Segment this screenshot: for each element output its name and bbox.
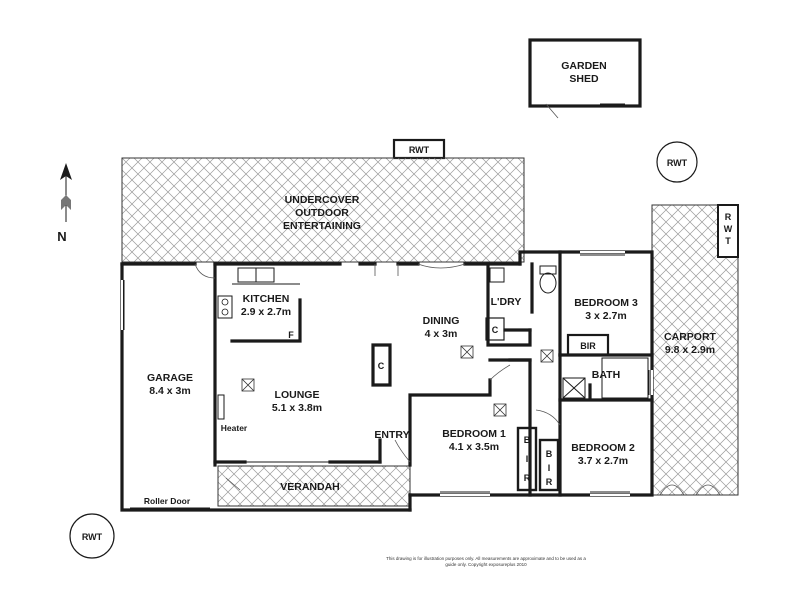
rwt-right-label: RWT: [667, 158, 688, 168]
bedroom2-label: BEDROOM 2: [571, 442, 635, 454]
undercover-label-1: UNDERCOVER: [285, 194, 360, 206]
laundry-cupboard-label: C: [492, 325, 499, 335]
bedroom3-label: BEDROOM 3: [574, 297, 638, 309]
roller-door-label: Roller Door: [144, 496, 191, 506]
undercover-label-2: OUTDOOR: [295, 207, 349, 219]
garage-label: GARAGE: [147, 372, 193, 384]
garden-shed: [528, 38, 642, 119]
bedroom1-dims: 4.1 x 3.5m: [449, 441, 499, 453]
disclaimer-line-1: This drawing is for illustration purpose…: [386, 556, 586, 561]
light-fitting-icons: [241, 345, 554, 417]
north-label: N: [57, 229, 66, 244]
carport-dims: 9.8 x 2.9m: [665, 344, 715, 356]
entry-label: ENTRY: [374, 429, 409, 441]
verandah-label: VERANDAH: [280, 481, 340, 493]
rwt-carport-r: R: [725, 212, 732, 222]
bedroom3-dims: 3 x 2.7m: [585, 310, 626, 322]
bedroom2-dims: 3.7 x 2.7m: [578, 455, 628, 467]
lounge-cupboard-label: C: [378, 361, 385, 371]
bedroom1-bir-i: I: [526, 454, 529, 464]
garden-shed-label-2: SHED: [569, 73, 599, 85]
verandah-area: [217, 465, 411, 507]
bedroom2-bir-r: R: [546, 477, 553, 487]
laundry-cupboard: [485, 317, 505, 341]
rwt-top-label: RWT: [409, 145, 430, 155]
rwt-bottom-left-label: RWT: [82, 532, 103, 542]
disclaimer-line-2: guide only. Copyright exposureplus 2010: [445, 562, 527, 567]
undercover-label-3: ENTERTAINING: [283, 220, 361, 232]
kitchen-label: KITCHEN: [243, 293, 290, 305]
dining-label: DINING: [423, 315, 460, 327]
garage-dims: 8.4 x 3m: [149, 385, 190, 397]
north-arrow-icon: [60, 163, 72, 222]
bedroom1-bir-b: B: [524, 435, 531, 445]
rwt-carport-t: T: [725, 236, 731, 246]
bath-label: BATH: [592, 369, 620, 381]
rwt-right-circle: [656, 141, 698, 183]
undercover-outdoor-area: [121, 157, 525, 263]
dining-dims: 4 x 3m: [425, 328, 458, 340]
bedroom3-bir: BIR: [580, 341, 596, 351]
rwt-carport-w: W: [724, 224, 733, 234]
bedroom2-bir-i: I: [548, 463, 551, 473]
rwt-bottom-left-circle: [69, 513, 115, 559]
garden-shed-label-1: GARDEN: [561, 60, 607, 72]
rwt-carport-box: [717, 204, 739, 258]
kitchen-fridge-label: F: [288, 330, 294, 340]
bedroom1-label: BEDROOM 1: [442, 428, 506, 440]
lounge-dims: 5.1 x 3.8m: [272, 402, 322, 414]
carport-label: CARPORT: [664, 331, 717, 343]
heater-label: Heater: [221, 423, 248, 433]
kitchen-dims: 2.9 x 2.7m: [241, 306, 291, 318]
bedroom1-bir-r: R: [524, 473, 531, 483]
house-walls: [120, 250, 654, 512]
bedroom2-bir-b: B: [546, 449, 553, 459]
lounge-label: LOUNGE: [275, 389, 320, 401]
laundry-label: L'DRY: [491, 296, 522, 308]
